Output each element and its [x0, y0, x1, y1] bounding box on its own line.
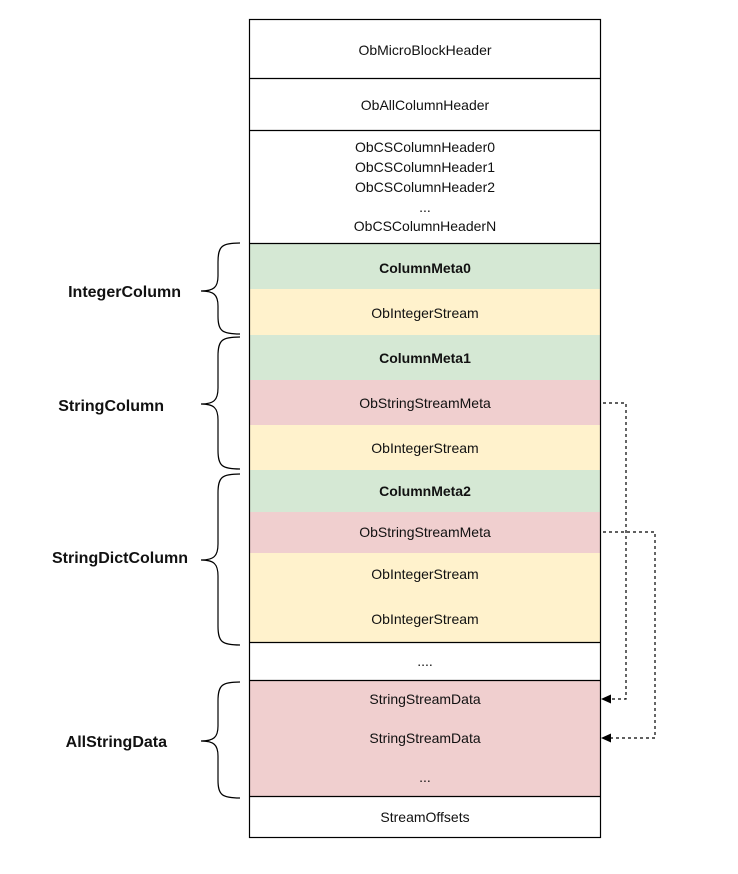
string-stream-data-2-label: StringStreamData	[369, 730, 481, 746]
integer-stream-1-box	[249, 289, 601, 335]
all-column-header-label: ObAllColumnHeader	[360, 97, 490, 113]
cs-column-header-n: ObCSColumnHeaderN	[353, 218, 497, 234]
integer-column-label: IntegerColumn	[68, 284, 181, 301]
string-column-brace	[200, 336, 241, 470]
cs-column-header-ellipsis: ...	[419, 199, 431, 215]
integer-stream-1-label: ObIntegerStream	[371, 305, 479, 321]
stream-offsets-label: StreamOffsets	[380, 809, 470, 825]
meta1-to-data1-arrow	[603, 402, 627, 700]
column-meta0-label: ColumnMeta0	[379, 260, 471, 276]
cs-column-header-1: ObCSColumnHeader1	[354, 159, 496, 175]
string-dict-column-label: StringDictColumn	[52, 550, 188, 567]
column-meta1-box	[249, 335, 601, 380]
all-string-data-brace	[200, 681, 241, 799]
column-meta2-box	[249, 470, 601, 512]
arrowhead-1	[601, 694, 611, 704]
micro-block-header-label: ObMicroBlockHeader	[358, 42, 492, 58]
arrowhead-2	[601, 733, 611, 743]
ellipsis-mid-label: ....	[417, 653, 433, 669]
string-stream-meta-1-label: ObStringStreamMeta	[359, 395, 491, 411]
column-meta0-box	[249, 243, 601, 289]
string-stream-data-1-label: StringStreamData	[369, 691, 481, 707]
string-stream-meta-1-box	[249, 380, 601, 425]
ellipsis-data-label: ...	[419, 769, 431, 785]
string-stream-meta-2-box	[249, 512, 601, 553]
column-meta2-label: ColumnMeta2	[379, 483, 471, 499]
integer-stream-3-label: ObIntegerStream	[371, 566, 479, 582]
all-column-header-box	[249, 78, 601, 130]
stream-offsets-box	[249, 796, 601, 838]
string-stream-data-box	[249, 680, 601, 796]
integer-stream-2-box	[249, 425, 601, 470]
integer-streams-box	[249, 553, 601, 642]
integer-stream-4-label: ObIntegerStream	[371, 611, 479, 627]
cs-column-header-2: ObCSColumnHeader2	[354, 179, 496, 195]
string-stream-meta-2-label: ObStringStreamMeta	[359, 524, 491, 540]
cs-column-headers-box	[249, 130, 601, 243]
integer-column-brace	[200, 242, 241, 335]
string-dict-column-brace	[200, 473, 241, 646]
micro-block-header-box	[249, 19, 601, 78]
string-column-label: StringColumn	[58, 398, 164, 415]
column-meta1-label: ColumnMeta1	[379, 350, 471, 366]
integer-stream-2-label: ObIntegerStream	[371, 440, 479, 456]
cs-column-header-0: ObCSColumnHeader0	[354, 139, 496, 155]
all-string-data-label: AllStringData	[65, 734, 167, 751]
meta2-to-data2-arrow	[603, 531, 656, 739]
ellipsis-mid-box	[249, 642, 601, 680]
